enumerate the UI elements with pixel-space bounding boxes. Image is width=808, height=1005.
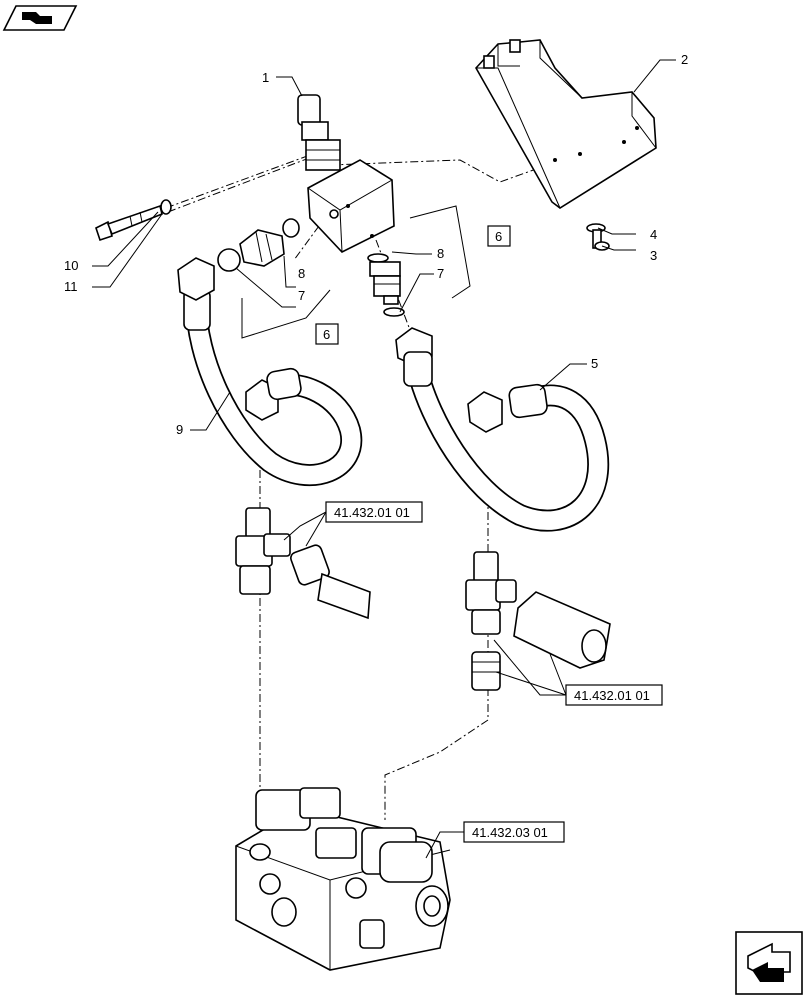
manifold-block <box>307 159 395 253</box>
callout-11: 11 <box>64 279 78 294</box>
callout-9: 9 <box>176 422 183 437</box>
reference-boxes: 41.432.01 01 41.432.01 01 41.432.03 01 <box>325 501 663 843</box>
callout-8-left: 8 <box>298 266 305 281</box>
bolt-part-3 <box>586 223 610 251</box>
ref-valve[interactable]: 41.432.03 01 <box>472 825 548 840</box>
bracket-part-2 <box>475 39 657 209</box>
callout-1: 1 <box>262 70 269 85</box>
hose-part-5 <box>395 327 610 532</box>
callout-8-right: 8 <box>437 246 444 261</box>
callout-4: 4 <box>650 227 657 242</box>
callout-10: 10 <box>64 258 78 273</box>
book-arrow-icon[interactable] <box>2 5 78 31</box>
callout-6-right: 6 <box>495 229 502 244</box>
callout-3: 3 <box>650 248 657 263</box>
valve-block <box>235 787 451 971</box>
right-tee-fitting <box>465 551 611 691</box>
ref-fitting-right[interactable]: 41.432.01 01 <box>574 688 650 703</box>
next-page-arrow-icon[interactable] <box>735 931 803 995</box>
left-tee-fitting <box>235 507 371 620</box>
left-adapter-fitting <box>217 218 300 272</box>
callout-5: 5 <box>591 356 598 371</box>
bolt-part-10 <box>95 199 172 242</box>
callout-6-left: 6 <box>323 327 330 342</box>
leader-lines <box>92 59 676 859</box>
right-adapter-fitting <box>367 253 405 317</box>
callout-numbers: 1 2 4 3 5 10 11 9 8 7 8 7 6 6 <box>64 52 688 437</box>
ref-fitting-left[interactable]: 41.432.01 01 <box>334 505 410 520</box>
sensor-part-1 <box>297 94 341 171</box>
group-brackets <box>241 205 471 339</box>
hose-part-9 <box>177 257 363 487</box>
callout-7-left: 7 <box>298 288 305 303</box>
callout-7-right: 7 <box>437 266 444 281</box>
callout-2: 2 <box>681 52 688 67</box>
